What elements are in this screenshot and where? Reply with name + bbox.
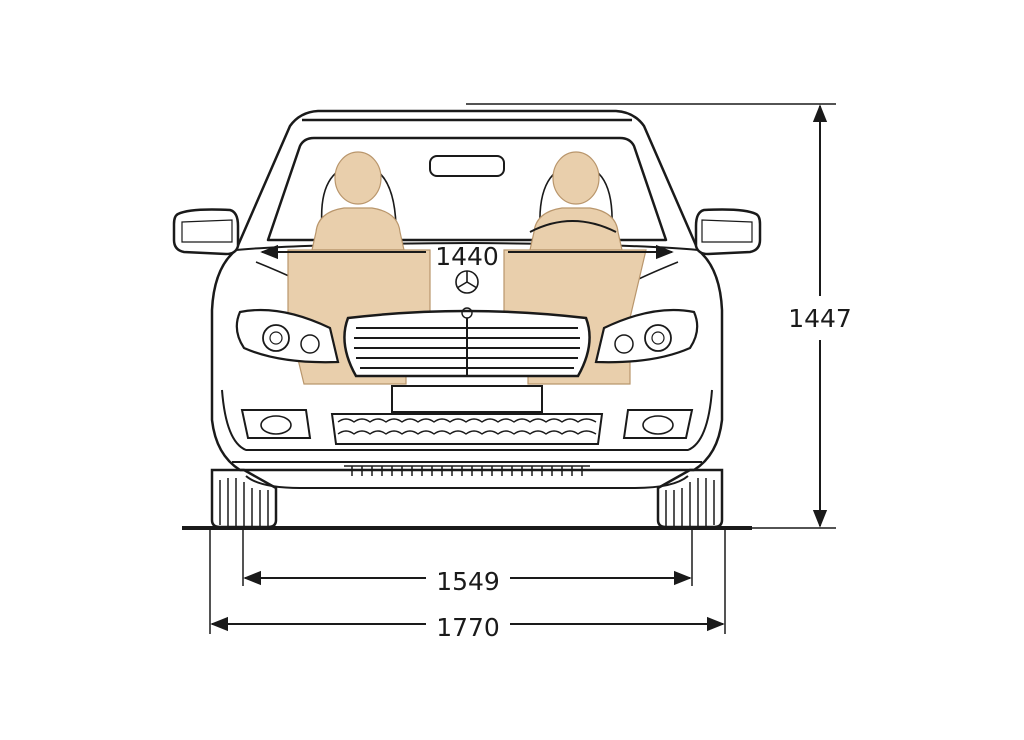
- mirror-right: [694, 208, 762, 256]
- tyre-left: [210, 468, 278, 529]
- dimension-shoulder-room: 1440: [260, 242, 674, 271]
- star-emblem-icon: [455, 270, 479, 294]
- lower-intake: [330, 413, 604, 445]
- front-splitter: [344, 465, 590, 476]
- dimension-label-width: 1770: [436, 613, 500, 642]
- headlight-right: [594, 308, 699, 364]
- licence-plate: [391, 385, 543, 413]
- steering-wheel: [529, 220, 617, 233]
- front-grille: [343, 309, 591, 378]
- headlight-left: [235, 308, 340, 364]
- dimension-label-track: 1549: [436, 567, 500, 596]
- foglight-left: [240, 409, 312, 439]
- foglight-right: [622, 409, 694, 439]
- dimension-height: 1447: [466, 103, 852, 529]
- dimension-track: 1549: [242, 530, 693, 596]
- mirror-left: [172, 208, 240, 256]
- dimension-label-shoulder-room: 1440: [435, 242, 499, 271]
- grille-emblem-icon: [461, 307, 473, 319]
- rearview-mirror: [429, 155, 505, 177]
- tyre-right: [656, 468, 724, 529]
- dimension-label-height: 1447: [788, 304, 852, 333]
- dimension-width: 1770: [209, 530, 726, 642]
